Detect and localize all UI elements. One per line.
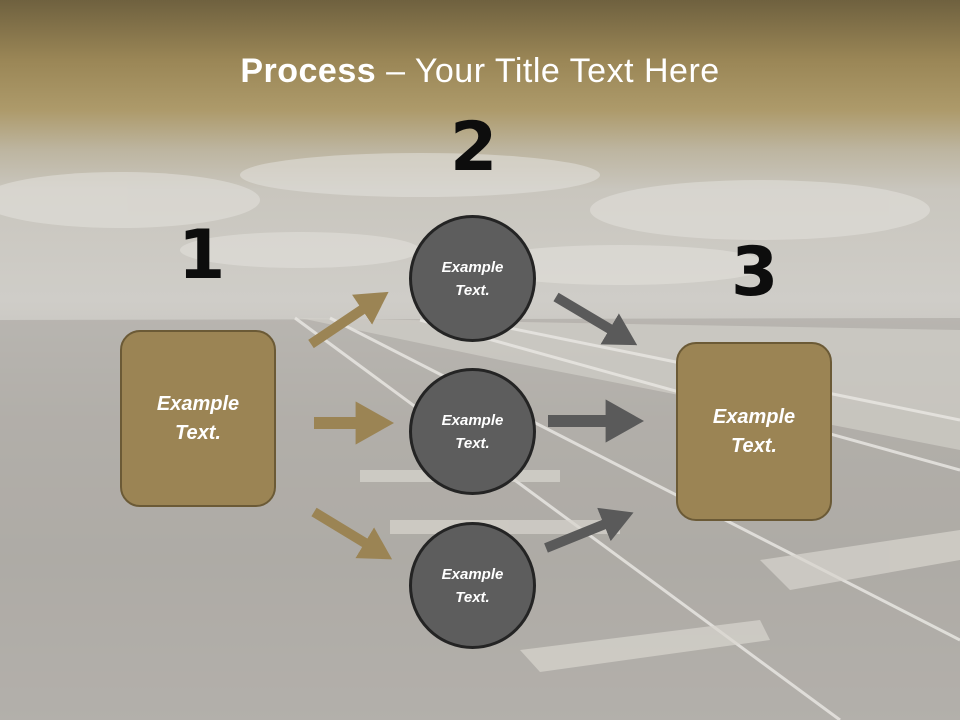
middle-circle-text: Example Text.	[441, 411, 504, 452]
right-step-text: Example Text.	[712, 405, 796, 457]
bottom-circle: Example Text.	[409, 522, 536, 649]
sky-clouds	[0, 153, 930, 285]
left-step-box: Example Text.	[120, 330, 276, 507]
top-circle: Example Text.	[409, 215, 536, 342]
step-number-3: 3	[731, 233, 779, 312]
title-rest: – Your Title Text Here	[376, 52, 720, 90]
arrow-bottom-to-right	[544, 507, 634, 553]
middle-circle: Example Text.	[409, 368, 536, 495]
slide-title: Process – Your Title Text Here	[0, 52, 960, 91]
step-number-1: 1	[178, 216, 226, 295]
right-step-box: Example Text.	[676, 342, 832, 521]
top-circle-text: Example Text.	[441, 258, 504, 299]
arrow-left-to-top	[308, 291, 389, 349]
bottom-circle-text: Example Text.	[441, 565, 504, 606]
left-step-text: Example Text.	[156, 392, 240, 444]
title-bold: Process	[240, 52, 377, 90]
arrow-top-to-right	[553, 292, 638, 346]
arrow-left-to-bottom	[311, 507, 393, 560]
step-number-2: 2	[450, 108, 498, 187]
